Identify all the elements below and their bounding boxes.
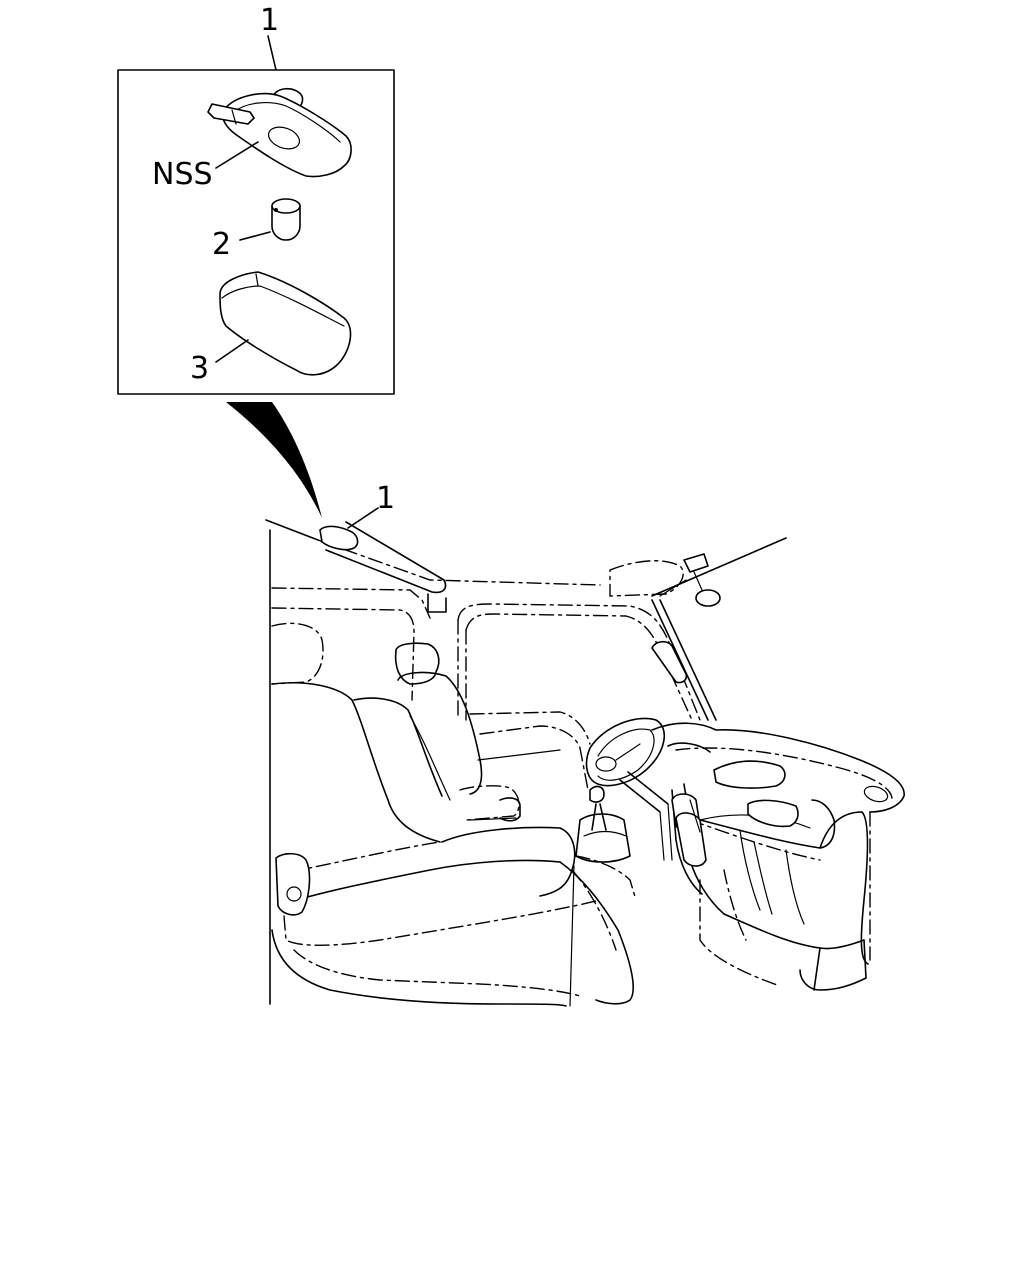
dome-lamp-location-icon — [319, 525, 359, 551]
callout-1-location-label: 1 — [376, 481, 395, 516]
detail-inset-frame — [117, 69, 395, 395]
mirror-icon — [683, 553, 709, 573]
callout-1-top-label: 1 — [260, 3, 279, 38]
lens-cover-drawing — [219, 271, 352, 376]
callout-2: 2 — [212, 227, 271, 262]
callout-1-top-leader — [267, 35, 277, 71]
callout-3-label: 3 — [190, 351, 209, 386]
callout-3: 3 — [190, 339, 249, 386]
callout-1-top: 1 — [260, 3, 279, 71]
callout-2-leader — [239, 231, 271, 241]
bulb-drawing — [271, 198, 301, 241]
callout-3-leader — [215, 339, 249, 363]
dash-vent-icon — [713, 760, 786, 789]
callout-nss-label: NSS — [152, 157, 213, 192]
callout-nss: NSS — [152, 141, 259, 192]
callout-2-label: 2 — [212, 227, 231, 262]
steering-wheel-icon — [585, 717, 665, 787]
gear-knob-icon — [589, 785, 605, 803]
location-pointer-arrow — [226, 402, 322, 518]
dome-lamp-assembly-drawing — [207, 87, 352, 178]
seatbelt-anchor-icon — [275, 852, 311, 916]
callout-1-location-leader — [347, 507, 379, 529]
cab-interior-drawing — [265, 519, 905, 1007]
grab-handle-icon — [651, 640, 688, 684]
callout-1-location: 1 — [347, 481, 395, 529]
callout-nss-leader — [215, 141, 259, 169]
